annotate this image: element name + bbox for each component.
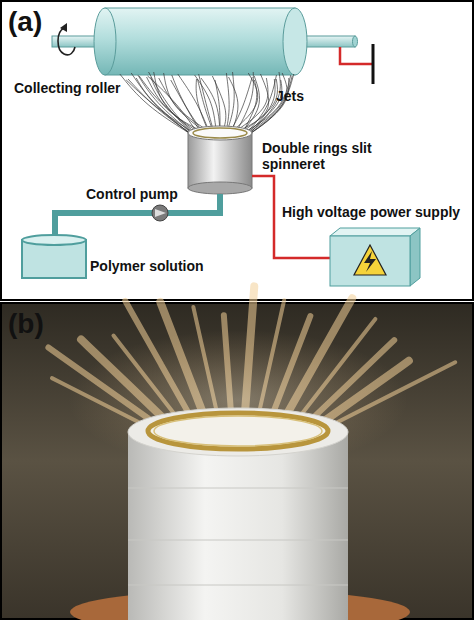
shaft-end — [353, 36, 358, 47]
power-box-side — [410, 228, 420, 286]
spinneret-top — [188, 126, 252, 140]
part-label: Double rings slit spinneret — [262, 140, 402, 172]
part-label: Control pump — [86, 186, 206, 202]
panel-label: (b) — [8, 308, 68, 340]
jet-fiber — [247, 74, 293, 135]
part-label: Polymer solution — [90, 258, 240, 274]
jet-fiber — [243, 74, 269, 129]
tank-top — [22, 235, 86, 245]
ground-symbol — [372, 44, 375, 84]
panel-label: (a) — [8, 6, 68, 38]
warning-triangle — [354, 245, 386, 275]
pump-symbol — [152, 205, 168, 221]
jet-spray — [48, 286, 455, 470]
panel-frame — [1, 1, 473, 300]
part-label: High voltage power supply — [282, 204, 472, 220]
gold-ring — [148, 413, 328, 449]
cylinder-seam — [128, 488, 348, 489]
rotation-arrow — [58, 28, 75, 55]
spinneret-cylinder — [128, 432, 348, 620]
roller-end — [94, 8, 116, 75]
jet-fiber — [245, 79, 275, 136]
jet-fiber — [131, 73, 192, 135]
part-label: Jets — [276, 88, 336, 104]
roller-shaft — [300, 36, 355, 47]
gold-ring-inner — [154, 416, 322, 446]
jets — [120, 72, 294, 139]
spinneret-ring — [193, 128, 247, 138]
roller-body — [105, 8, 295, 75]
cylinder-seam — [128, 540, 348, 541]
cylinder-top — [128, 408, 348, 456]
pump-arrow — [155, 209, 166, 217]
spinneret-body — [188, 133, 252, 188]
jet-fiber — [149, 72, 198, 137]
roller-end — [283, 8, 307, 75]
spray-glow — [68, 330, 408, 470]
photo-background — [1, 303, 473, 619]
ground-wire — [340, 47, 372, 64]
jet-fiber — [128, 79, 190, 133]
power-box-top — [330, 228, 420, 236]
jet-fiber — [243, 75, 277, 137]
rotation-arrowhead — [60, 23, 67, 32]
lightning-symbol — [364, 251, 376, 272]
cylinder-seam — [128, 585, 348, 586]
part-label: Collecting roller — [14, 80, 174, 96]
jet-fiber — [136, 78, 191, 135]
spinneret-base — [188, 182, 252, 194]
jet-fiber — [249, 78, 289, 135]
power-box — [330, 236, 410, 286]
jet-fiber — [139, 76, 192, 131]
